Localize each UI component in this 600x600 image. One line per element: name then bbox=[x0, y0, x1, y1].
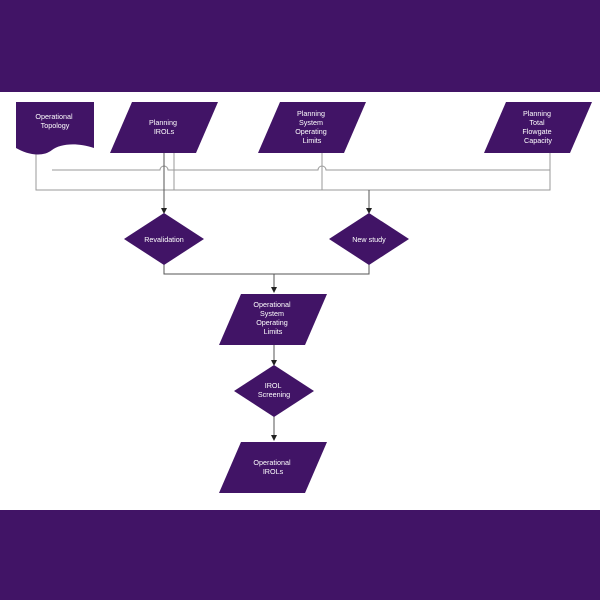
node-operational-irols: Operational IROLs bbox=[219, 442, 327, 493]
diamond-shape bbox=[234, 365, 314, 417]
connector-merge bbox=[163, 264, 370, 275]
label-line: Operational bbox=[253, 458, 291, 467]
connectors bbox=[35, 152, 551, 441]
label-line: Screening bbox=[258, 390, 290, 399]
node-label: Operational IROLs bbox=[253, 458, 292, 476]
label-line: IROLs bbox=[263, 467, 284, 476]
parallelogram-shape bbox=[219, 442, 327, 493]
label-line: Operational bbox=[35, 112, 73, 121]
label-line: System bbox=[299, 118, 323, 127]
flowchart: Operational Topology Planning IROLs Plan… bbox=[16, 102, 592, 493]
label-line: Planning bbox=[149, 118, 177, 127]
node-operational-topology: Operational Topology bbox=[16, 102, 94, 155]
label-line: Planning bbox=[523, 109, 551, 118]
node-label: Planning IROLs bbox=[149, 118, 179, 136]
label-line: Operating bbox=[295, 127, 327, 136]
connector-upper-bus bbox=[52, 165, 550, 171]
label-line: Operating bbox=[256, 318, 288, 327]
node-label: Revalidation bbox=[144, 235, 184, 244]
label-line: Limits bbox=[303, 136, 322, 145]
label-line: System bbox=[260, 309, 284, 318]
node-label: New study bbox=[352, 235, 386, 244]
label-line: Capacity bbox=[524, 136, 552, 145]
node-label: Operational System Operating Limits bbox=[253, 300, 292, 336]
parallelogram-shape bbox=[110, 102, 218, 153]
diamond-shape bbox=[124, 213, 204, 265]
label-line: Total bbox=[529, 118, 545, 127]
label-line: Flowgate bbox=[522, 127, 551, 136]
label-line: Topology bbox=[41, 121, 70, 130]
parallelogram-shape bbox=[258, 102, 366, 153]
label-line: Revalidation bbox=[144, 235, 184, 244]
label-line: IROLs bbox=[154, 127, 175, 136]
node-label: Operational Topology bbox=[35, 112, 74, 130]
label-line: Limits bbox=[264, 327, 283, 336]
node-irol-screening: IROL Screening bbox=[234, 365, 314, 417]
label-line: IROL bbox=[265, 381, 282, 390]
label-line: New study bbox=[352, 235, 386, 244]
parallelogram-shape bbox=[219, 294, 327, 345]
node-label: IROL Screening bbox=[258, 381, 290, 399]
node-new-study: New study bbox=[329, 213, 409, 265]
node-planning-total-flowgate-capacity: Planning Total Flowgate Capacity bbox=[484, 102, 592, 153]
connector-irols-to-bus bbox=[173, 152, 551, 191]
diamond-shape bbox=[329, 213, 409, 265]
diagram-canvas: Operational Topology Planning IROLs Plan… bbox=[0, 92, 600, 510]
node-label: Planning Total Flowgate Capacity bbox=[522, 109, 553, 145]
node-revalidation: Revalidation bbox=[124, 213, 204, 265]
label-line: Operational bbox=[253, 300, 291, 309]
parallelogram-shape bbox=[484, 102, 592, 153]
node-planning-irols: Planning IROLs bbox=[110, 102, 218, 153]
node-operational-system-operating-limits: Operational System Operating Limits bbox=[219, 294, 327, 345]
label-line: Planning bbox=[297, 109, 325, 118]
node-label: Planning System Operating Limits bbox=[295, 109, 329, 145]
node-planning-system-operating-limits: Planning System Operating Limits bbox=[258, 102, 366, 153]
connector-topology-bus bbox=[35, 152, 174, 191]
document-shape bbox=[16, 102, 94, 155]
